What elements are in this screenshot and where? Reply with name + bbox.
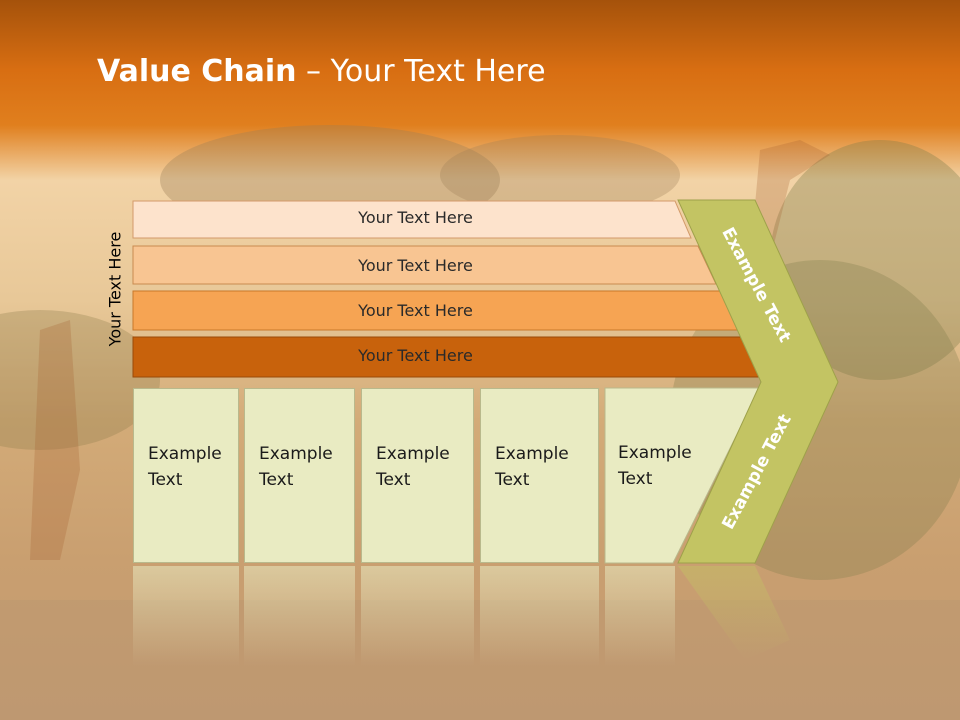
box-3-reflection: [361, 566, 474, 666]
last-box-shape: [604, 387, 761, 564]
slide-title: Value Chain – Your Text Here: [97, 54, 546, 89]
title-bold: Value Chain: [97, 54, 297, 89]
box-5-line-1: Example: [618, 443, 692, 463]
box-2-line-1: Example: [259, 444, 333, 464]
box-1-line-1: Example: [148, 444, 222, 464]
box-3-line-1: Example: [376, 444, 450, 464]
box-4-reflection: [480, 566, 599, 666]
box-5-reflection: [605, 566, 675, 666]
bar-label-1: Your Text Here: [358, 208, 473, 227]
bar-label-2: Your Text Here: [358, 256, 473, 275]
title-rest: – Your Text Here: [296, 54, 546, 89]
box-4-line-1: Example: [495, 444, 569, 464]
bar-shape-1: [132, 200, 692, 239]
chevron-arrow-shape: [677, 199, 839, 564]
box-1-reflection: [133, 566, 239, 666]
box-5-line-2: Text: [618, 469, 653, 489]
chevron-reflection: [678, 566, 790, 660]
bar-label-4: Your Text Here: [358, 346, 473, 365]
box-2-reflection: [244, 566, 355, 666]
box-2-line-2: Text: [259, 470, 294, 490]
box-4-line-2: Text: [495, 470, 530, 490]
bar-label-3: Your Text Here: [358, 301, 473, 320]
box-1-line-2: Text: [148, 470, 183, 490]
box-3-line-2: Text: [376, 470, 411, 490]
